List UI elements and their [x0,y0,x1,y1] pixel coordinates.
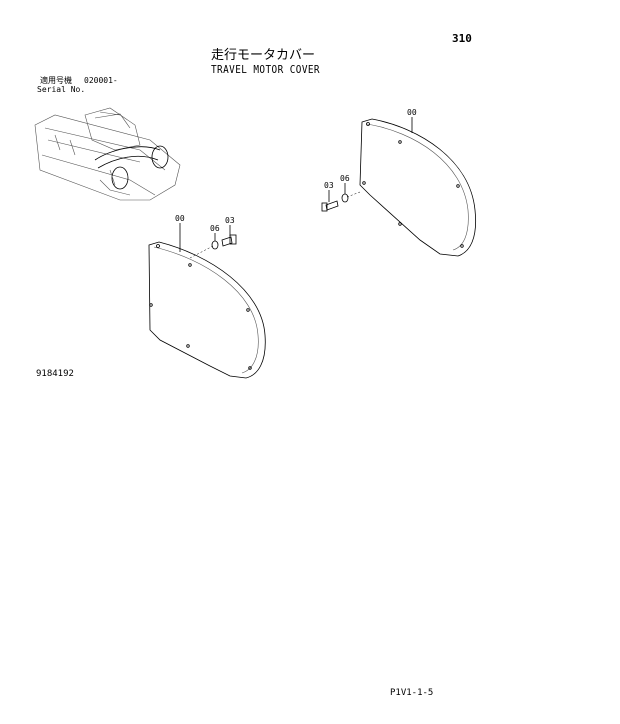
serial-label-english: Serial No. [37,85,86,94]
callout-bolt-right: 03 [324,181,334,190]
page-number: 310 [452,32,472,45]
page-code: P1V1-1-5 [390,688,434,698]
drawing-number: 9184192 [36,369,74,379]
right-travel-motor-cover: 00 [359,108,477,257]
callout-washer-left: 06 [210,224,220,233]
callout-washer-right: 06 [340,174,350,183]
right-bolt-and-washer: 03 06 [321,174,361,212]
title-english: TRAVEL MOTOR COVER [211,63,320,76]
callout-cover-left: 00 [175,214,185,223]
callout-bolt-left: 03 [225,216,235,225]
left-washer-and-bolt: 06 03 [189,216,237,259]
machine-locator-sketch [34,107,181,201]
left-travel-motor-cover: 00 [148,214,266,379]
serial-label-japanese: 適用号機 [40,76,72,85]
callout-cover-right: 00 [407,108,417,117]
serial-number-value: 020001- [84,76,118,85]
title-japanese: 走行モータカバー [211,48,316,63]
